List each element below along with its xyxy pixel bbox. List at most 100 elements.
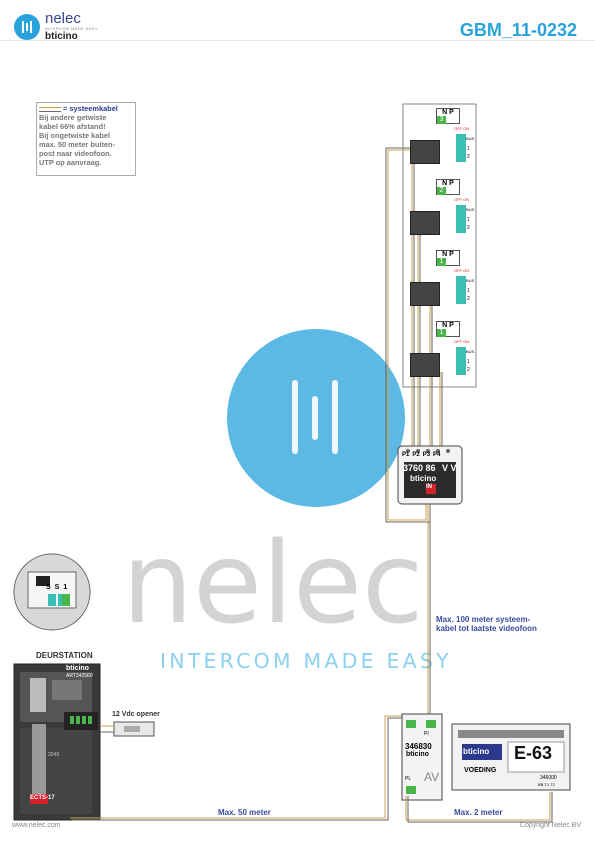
nelec-logo-icon: [14, 14, 40, 40]
cable-length-2m: Max. 2 meter: [454, 808, 503, 817]
notes-line: post naar videofoon.: [39, 149, 112, 158]
inset-label: S: [46, 584, 51, 591]
distributor-ports: P1 P2 P3 P4: [402, 452, 440, 458]
monitor-number-badge: 1: [437, 258, 446, 266]
cable-length-50m: Max. 50 meter: [218, 808, 271, 817]
logo-name: nelec: [45, 10, 81, 27]
monitor-p-label: P: [449, 109, 454, 116]
monitor-terminal-2: 2: [467, 154, 470, 160]
door-station-inset: [13, 553, 91, 631]
system-cable-note-2: kabel tot laatste videofoon: [436, 624, 537, 633]
header-divider: [0, 40, 595, 41]
monitor-number-badge: 1: [437, 329, 446, 337]
monitor-n-label: N: [442, 322, 448, 329]
power-supply-model: E-63: [514, 743, 553, 763]
notes-line: max. 50 meter buiten-: [39, 140, 115, 149]
door-station-brand: bticino: [66, 665, 89, 672]
av-module-label: AV: [424, 770, 440, 784]
distributor-brand: bticino: [410, 474, 437, 483]
monitor-p-label: P: [449, 180, 454, 187]
monitor-unit-3: N P 1 OFF ON BUS 1 2: [404, 246, 476, 316]
monitor-terminal-block: [456, 205, 466, 233]
av-module-346830: [401, 713, 443, 801]
monitor-n-label: N: [442, 180, 448, 187]
inset-label: 1: [63, 584, 68, 591]
distributor-3760-86: [397, 445, 463, 505]
port-p2: P2: [412, 452, 420, 458]
monitor-bus-label: BUS: [466, 207, 475, 212]
power-supply-code: 346000: [540, 775, 557, 781]
monitor-n-label: N: [442, 251, 448, 258]
av-to-psu-cable: [405, 792, 553, 823]
monitor-off-on-label: OFF ON: [454, 339, 470, 344]
door-opener: [100, 721, 155, 737]
door-station-title: DEURSTATION: [36, 651, 93, 660]
monitor-unit-1: N P 3 OFF ON BUS 1 2: [404, 104, 476, 174]
av-module-pi: PI: [424, 731, 429, 737]
footer-website[interactable]: www.nelec.com: [12, 822, 61, 829]
logo-tagline: INTERCOM MADE EASY: [45, 26, 98, 31]
monitor-terminal-block: [456, 276, 466, 304]
monitor-terminal-block: [456, 347, 466, 375]
av-module-code: 346830: [405, 742, 432, 751]
monitor-terminal-block: [456, 134, 466, 162]
port-p1: P1: [402, 452, 410, 458]
monitor-off-on-label: OFF ON: [454, 126, 470, 131]
system-cable-legend-icon: [39, 106, 61, 112]
monitor-unit-2: N P 2 OFF ON BUS 1 2: [404, 175, 476, 245]
port-p4: P4: [433, 452, 441, 458]
monitor-screen-icon: [410, 282, 440, 306]
system-cable: [427, 504, 431, 716]
monitor-off-on-label: OFF ON: [454, 197, 470, 202]
monitor-terminal-2: 2: [467, 296, 470, 302]
monitor-number-badge: 2: [437, 187, 446, 195]
door-station-base-label: ECTS-17: [30, 795, 55, 801]
port-p3: P3: [422, 452, 431, 458]
notes-line: UTP op aanvraag.: [39, 158, 102, 167]
power-supply-brand: bticino: [463, 747, 490, 756]
door-station-art: ART342560: [66, 673, 93, 679]
monitor-screen-icon: [410, 353, 440, 377]
door-station: [13, 663, 101, 821]
system-cable-note-1: Max. 100 meter systeem-: [436, 615, 531, 624]
footer-copyright: Copyright Nelec BV: [519, 822, 581, 829]
notes-line: kabel 66% afstand!: [39, 122, 106, 131]
power-supply-e63: [451, 723, 571, 791]
monitor-terminal-2: 2: [467, 367, 470, 373]
av-module-pl: PL: [405, 776, 412, 782]
logo-brand: bticino: [45, 31, 78, 42]
monitor-n-label: N: [442, 109, 448, 116]
door-to-av-cable: [70, 715, 404, 821]
monitor-off-on-label: OFF ON: [454, 268, 470, 273]
notes-legend-label: = systeemkabel: [63, 104, 118, 113]
distributor-code: 3760 86: [403, 463, 436, 473]
monitor-terminal-1: 1: [467, 288, 470, 294]
notes-line: Bij ongetwiste kabel: [39, 131, 111, 140]
monitor-bus-label: BUS: [466, 349, 475, 354]
document-code: GBM_11-0232: [459, 20, 577, 40]
inset-labels: S S 1: [46, 584, 67, 591]
monitor-p-label: P: [449, 251, 454, 258]
opener-label: 12 Vdc opener: [112, 711, 160, 718]
notes-line: Bij andere getwiste: [39, 113, 107, 122]
watermark: nelec INTERCOM MADE EASY: [122, 329, 449, 673]
door-station-art-small: 3249: [48, 752, 60, 758]
monitor-terminal-1: 1: [467, 146, 470, 152]
monitor-bus-label: BUS: [466, 278, 475, 283]
monitor-bus-label: BUS: [466, 136, 475, 141]
watermark-word: nelec: [122, 519, 424, 649]
monitor-screen-icon: [410, 140, 440, 164]
av-module-brand: bticino: [406, 751, 429, 758]
monitor-screen-icon: [410, 211, 440, 235]
inset-label: S: [54, 584, 60, 591]
notes-box: = systeemkabel Bij andere getwiste kabel…: [36, 102, 136, 176]
power-supply-terminals: BB T1 T2: [538, 782, 555, 787]
monitor-p-label: P: [449, 322, 454, 329]
monitor-number-badge: 3: [437, 116, 446, 124]
distributor-in-label: IN: [426, 484, 432, 490]
distributor-vv: V V: [442, 463, 457, 473]
monitor-terminal-1: 1: [467, 217, 470, 223]
monitor-terminal-2: 2: [467, 225, 470, 231]
monitor-terminal-1: 1: [467, 359, 470, 365]
monitor-unit-4: N P 1 OFF ON BUS 1 2: [404, 317, 476, 387]
